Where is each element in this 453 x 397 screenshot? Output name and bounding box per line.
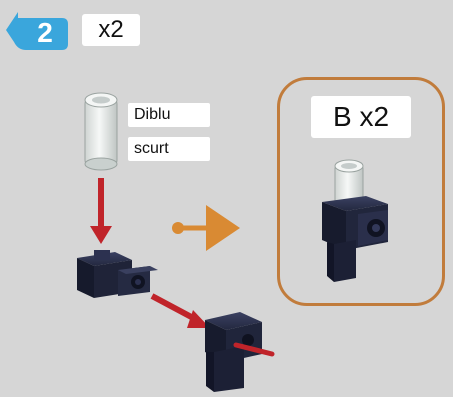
step-badge-icon <box>6 12 68 50</box>
step-number: 2 <box>37 17 53 48</box>
part-label-line2: scurt <box>128 137 210 161</box>
transparent-peg-icon <box>84 92 118 171</box>
angle-brick-icon <box>77 250 158 298</box>
red-axle-icon <box>233 342 275 357</box>
angle-brick-with-axle <box>205 312 262 392</box>
orange-arrow-icon <box>172 205 240 251</box>
insert-arrow-down <box>90 178 112 244</box>
step-quantity: x2 <box>82 14 140 46</box>
step-badge: 2 <box>4 8 74 52</box>
assembled-part-icon <box>322 159 388 282</box>
result-label: B x2 <box>311 96 411 138</box>
result-panel: B x2 <box>277 77 445 306</box>
part-label-line1: Diblu <box>128 103 210 127</box>
insert-arrow-diagonal <box>150 293 210 328</box>
